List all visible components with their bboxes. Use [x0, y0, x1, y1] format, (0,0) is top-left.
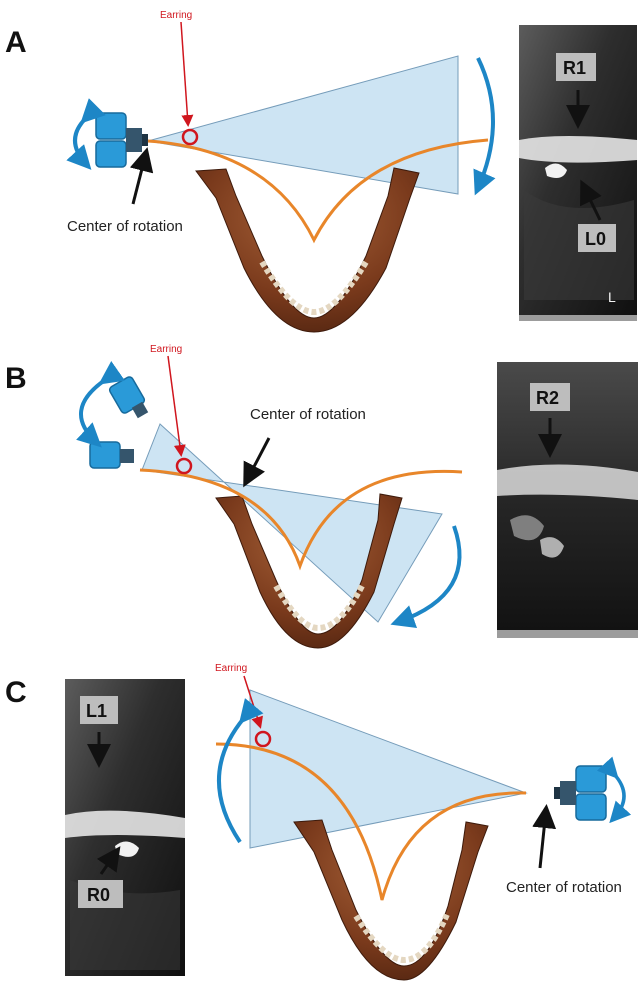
earring-pointer-arrow	[181, 22, 188, 124]
center-pointer-arrow	[246, 438, 269, 482]
xray-image-c: L1 R0	[65, 679, 185, 976]
mandible-image	[294, 820, 488, 980]
xray-label-l0: L0	[585, 229, 606, 249]
xray-corner-letter: L	[608, 289, 616, 305]
xray-tube-icon	[90, 442, 134, 468]
center-of-rotation-label: Center of rotation	[250, 406, 366, 423]
beam-rotation-arrow-icon	[219, 718, 244, 842]
rotation-arrow-icon	[75, 118, 86, 164]
earring-label: Earring	[160, 10, 192, 21]
xray-label-r1: R1	[563, 58, 586, 78]
xray-tube-icon	[96, 113, 148, 167]
rotation-arrow-icon	[81, 380, 105, 442]
panel-letter-a: A	[5, 26, 27, 59]
panel-a: A Earring Center of rotation	[5, 10, 637, 332]
xray-tube-icon	[554, 766, 606, 820]
center-of-rotation-label: Center of rotation	[67, 218, 183, 235]
xray-label-r2: R2	[536, 388, 559, 408]
beam-rotation-arrow-icon	[478, 58, 493, 188]
center-of-rotation-label: Center of rotation	[506, 879, 622, 896]
xray-label-r0: R0	[87, 885, 110, 905]
earring-label: Earring	[150, 344, 182, 355]
xray-beam	[142, 424, 442, 622]
xray-image-a: R1 L0 L	[519, 25, 637, 321]
center-pointer-arrow	[133, 153, 146, 204]
mandible-image	[196, 168, 419, 332]
center-pointer-arrow	[540, 810, 546, 868]
panel-c: C L1 R0 Earring	[5, 663, 624, 980]
rotation-arrow-icon	[614, 774, 624, 818]
xray-image-b: R2	[497, 362, 638, 638]
xray-label-l1: L1	[86, 701, 107, 721]
earring-label: Earring	[215, 663, 247, 674]
panel-letter-b: B	[5, 362, 27, 395]
panel-letter-c: C	[5, 676, 27, 709]
xray-tube-icon	[108, 376, 148, 419]
panel-b: B Earring Center of rotation	[5, 344, 638, 648]
xray-beam	[250, 690, 526, 848]
